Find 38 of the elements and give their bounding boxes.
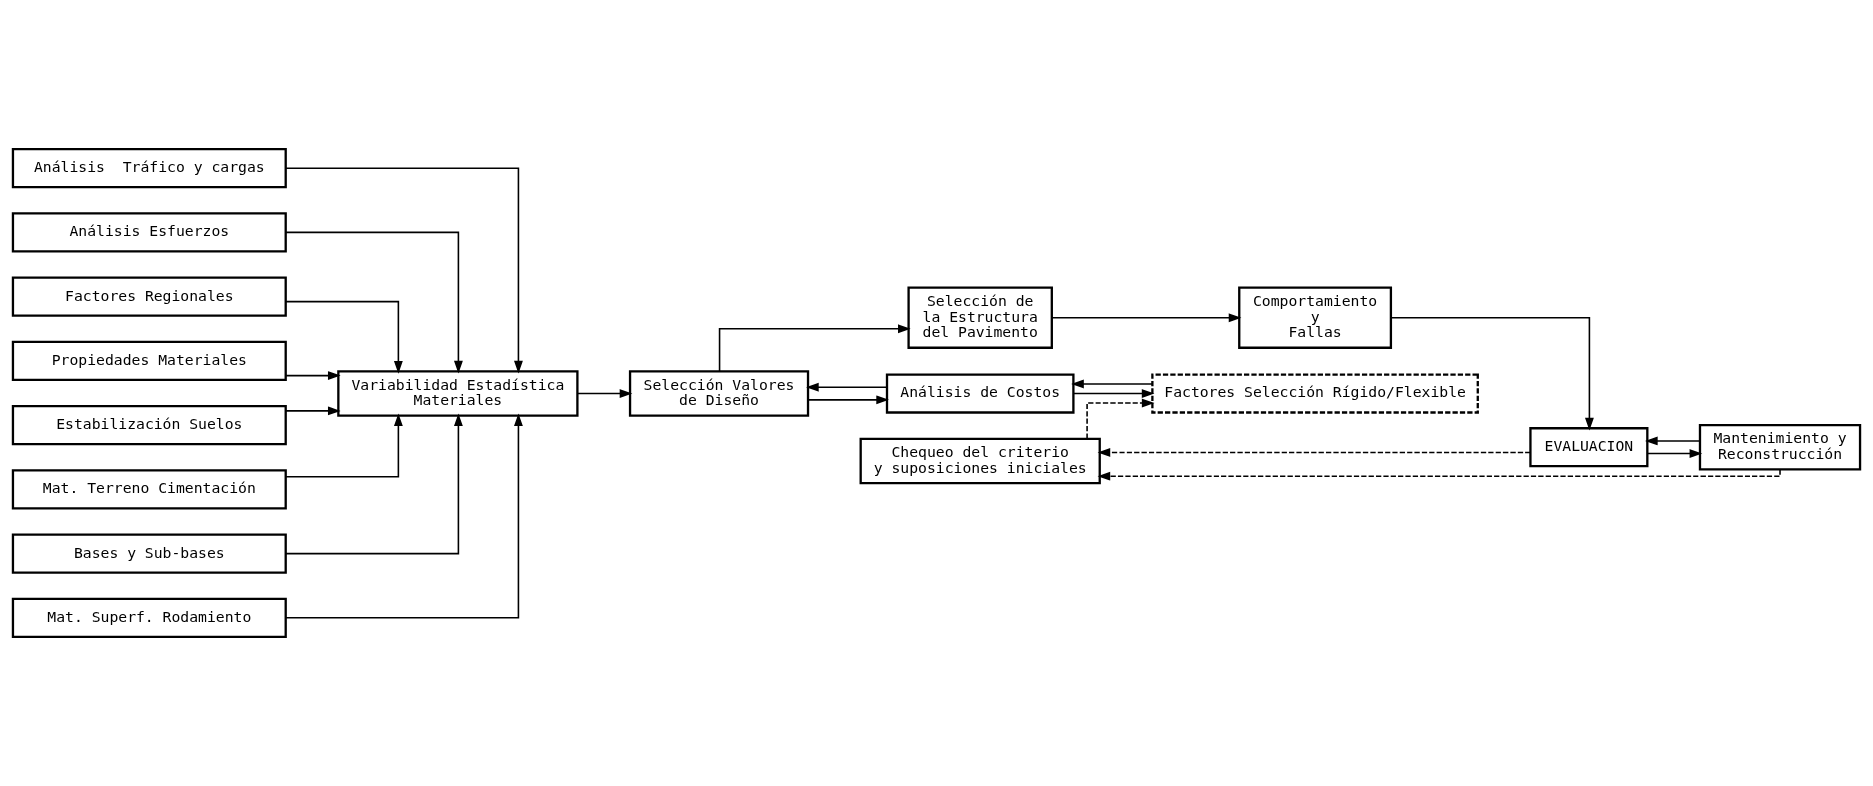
arrow (285, 231, 463, 374)
arrow (807, 395, 889, 405)
node-box: Chequeo del criterio y suposiciones iniciales (859, 437, 1101, 485)
arrow (285, 413, 403, 478)
arrow (1086, 398, 1155, 440)
node-box: Análisis Tráfico y cargas (11, 148, 287, 189)
node-box: EVALUACION (1529, 427, 1649, 468)
arrow (1072, 389, 1155, 398)
node-box: Selección Valores de Diseño (628, 370, 810, 417)
node-box: Variabilidad Estadística Materiales (337, 370, 579, 417)
arrow (284, 167, 523, 374)
arrow (285, 406, 341, 416)
arrow (285, 413, 463, 555)
node-box: Factores Regionales (11, 276, 287, 317)
node-box: Selección de la Estructura del Pavimento (907, 286, 1053, 349)
node-box: Factores Selección Rígido/Flexible (1151, 373, 1479, 414)
arrow (1390, 316, 1594, 431)
node-box: Mat. Superf. Rodamiento (11, 597, 287, 638)
arrow (1647, 449, 1703, 458)
arrow (284, 413, 523, 619)
arrow (1097, 448, 1532, 457)
arrow (1097, 468, 1781, 481)
arrow (285, 300, 403, 374)
arrow (1051, 313, 1242, 323)
node-box: Análisis de Costos (885, 373, 1075, 414)
node-box: Mat. Terreno Cimentación (11, 469, 287, 510)
arrow (285, 371, 341, 381)
arrow (1071, 379, 1153, 389)
node-box: Mantenimiento y Reconstrucción (1698, 423, 1862, 471)
arrow (718, 324, 911, 373)
node-box: Propiedades Materiales (11, 340, 287, 381)
node-box: Comportamiento y Fallas (1238, 286, 1393, 349)
node-box: Estabilización Suelos (11, 405, 287, 446)
arrow (806, 382, 888, 392)
arrow (576, 389, 633, 398)
node-box: Bases y Sub-bases (11, 533, 287, 574)
node-box: Análisis Esfuerzos (11, 212, 287, 253)
arrow (1645, 436, 1701, 446)
